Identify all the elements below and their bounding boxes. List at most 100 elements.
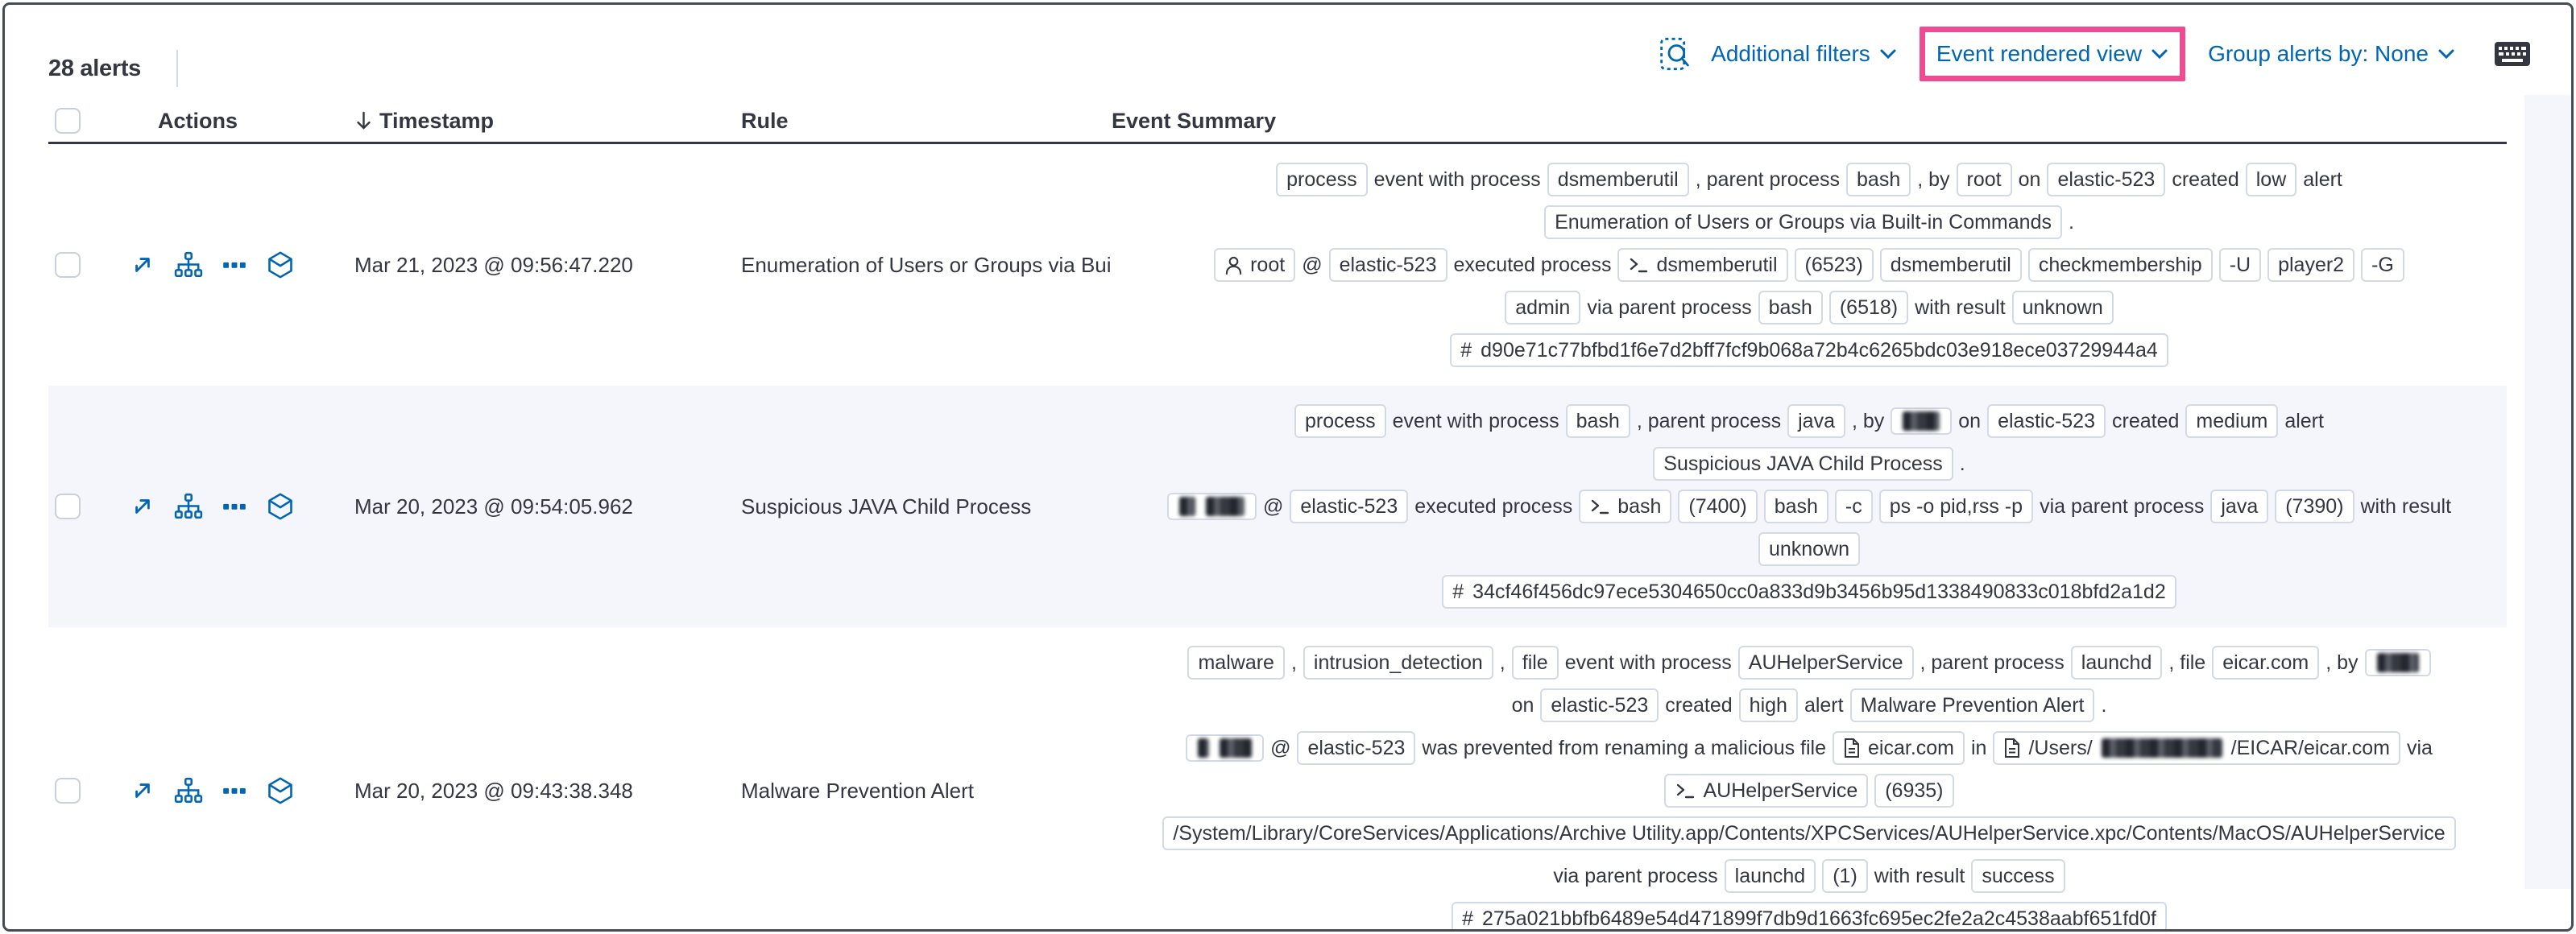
summary-badge[interactable]: ps -o pid,rss -p xyxy=(1878,490,2034,523)
keyboard-shortcuts-icon[interactable] xyxy=(2494,39,2531,68)
summary-badge[interactable]: success xyxy=(1971,859,2065,893)
add-to-timeline-icon[interactable] xyxy=(266,492,295,521)
summary-badge[interactable]: process xyxy=(1294,404,1386,438)
summary-badge[interactable]: elastic-523 xyxy=(1328,248,1447,282)
analyze-event-icon[interactable] xyxy=(174,777,203,804)
summary-text: , parent process xyxy=(1695,168,1841,191)
summary-badge[interactable]: elastic-523 xyxy=(1297,731,1416,765)
summary-badge[interactable]: admin xyxy=(1505,291,1581,324)
summary-badge[interactable]: elastic-523 xyxy=(1987,404,2106,438)
summary-badge[interactable]: root xyxy=(1214,248,1296,282)
row-actions-cell xyxy=(113,404,354,609)
summary-badge[interactable]: file xyxy=(1511,646,1559,680)
more-actions-icon[interactable] xyxy=(221,251,248,279)
summary-badge[interactable]: (6935) xyxy=(1874,774,1954,808)
badge-label: low xyxy=(2255,168,2287,191)
expand-alert-icon[interactable] xyxy=(129,251,156,279)
rule-cell[interactable]: Suspicious JAVA Child Process xyxy=(741,494,1032,519)
summary-badge[interactable] xyxy=(2364,649,2431,676)
summary-badge[interactable]: java xyxy=(2210,490,2269,523)
additional-filters-button[interactable]: Additional filters xyxy=(1711,41,1897,67)
summary-badge[interactable]: java xyxy=(1787,404,1845,438)
row-checkbox[interactable] xyxy=(55,252,81,278)
more-actions-icon[interactable] xyxy=(221,777,248,804)
summary-badge[interactable]: malware xyxy=(1187,646,1285,680)
column-header-timestamp[interactable]: Timestamp xyxy=(354,109,741,134)
summary-badge[interactable]: AUHelperService xyxy=(1737,646,1914,680)
rule-cell[interactable]: Enumeration of Users or Groups via Bui xyxy=(741,252,1112,277)
summary-badge[interactable]: launchd xyxy=(2070,646,2163,680)
badge-label: dsmemberutil xyxy=(1656,254,1778,276)
summary-badge[interactable]: elastic-523 xyxy=(1540,688,1659,722)
summary-badge[interactable]: launchd xyxy=(1724,859,1816,893)
summary-badge[interactable]: -c xyxy=(1834,490,1873,523)
summary-badge[interactable] xyxy=(1166,493,1257,520)
summary-badge[interactable] xyxy=(1891,407,1953,435)
summary-text: with result xyxy=(1915,296,2006,319)
view-selector-button[interactable]: Event rendered view xyxy=(1936,41,2168,67)
summary-badge[interactable]: bash xyxy=(1565,404,1630,438)
summary-badge[interactable]: (6518) xyxy=(1828,291,1909,324)
summary-badge[interactable]: #34cf46f456dc97ece5304650cc0a833d9b3456b… xyxy=(1442,575,2176,609)
summary-text: , xyxy=(1499,651,1505,674)
summary-badge[interactable]: medium xyxy=(2185,404,2279,438)
badge-label: bash xyxy=(1774,495,1818,518)
summary-badge[interactable]: #275a021bbfb6489e54d471899f7db9d1663fc69… xyxy=(1452,902,2167,929)
inspect-search-icon[interactable] xyxy=(1659,37,1690,71)
summary-badge[interactable]: bash xyxy=(1763,490,1828,523)
add-to-timeline-icon[interactable] xyxy=(266,250,295,279)
summary-badge[interactable] xyxy=(1186,734,1265,762)
summary-badge[interactable]: AUHelperService xyxy=(1664,774,1869,808)
summary-badge[interactable]: (7390) xyxy=(2275,490,2354,523)
column-header-rule[interactable]: Rule xyxy=(741,108,789,133)
summary-badge[interactable]: root xyxy=(1956,163,2012,196)
badge-label: launchd xyxy=(2081,651,2152,674)
summary-badge[interactable]: dsmemberutil xyxy=(1547,163,1689,196)
summary-badge[interactable]: -U xyxy=(2218,248,2262,282)
summary-badge[interactable]: -G xyxy=(2361,248,2404,282)
summary-badge[interactable]: #d90e71c77bfbd1f6e7d2bff7fcf9b068a72b4c6… xyxy=(1450,333,2168,367)
analyze-event-icon[interactable] xyxy=(174,251,203,279)
summary-badge[interactable]: bash xyxy=(1579,490,1672,523)
summary-badge[interactable]: (7400) xyxy=(1678,490,1758,523)
expand-alert-icon[interactable] xyxy=(129,777,156,804)
summary-badge[interactable]: dsmemberutil xyxy=(1617,248,1788,282)
summary-badge[interactable]: high xyxy=(1738,688,1798,722)
summary-badge[interactable]: eicar.com xyxy=(2212,646,2320,680)
rule-cell[interactable]: Malware Prevention Alert xyxy=(741,778,975,803)
summary-badge[interactable]: dsmemberutil xyxy=(1879,248,2022,282)
summary-badge[interactable]: elastic-523 xyxy=(1290,490,1409,523)
group-alerts-button[interactable]: Group alerts by: None xyxy=(2208,41,2455,67)
analyze-event-icon[interactable] xyxy=(174,493,203,520)
add-to-timeline-icon[interactable] xyxy=(266,776,295,805)
badge-label: (7390) xyxy=(2285,495,2344,518)
summary-text: , parent process xyxy=(1636,410,1782,432)
summary-badge[interactable]: elastic-523 xyxy=(2047,163,2166,196)
badge-label: elastic-523 xyxy=(1551,694,1649,717)
expand-alert-icon[interactable] xyxy=(129,493,156,520)
summary-badge[interactable]: unknown xyxy=(2011,291,2114,324)
summary-badge[interactable]: /System/Library/CoreServices/Application… xyxy=(1162,816,2456,850)
summary-badge[interactable]: bash xyxy=(1758,291,1823,324)
more-actions-icon[interactable] xyxy=(221,493,248,520)
summary-badge[interactable]: unknown xyxy=(1758,532,1861,566)
summary-badge[interactable]: eicar.com xyxy=(1833,731,1965,765)
summary-badge[interactable]: Suspicious JAVA Child Process xyxy=(1653,447,1953,481)
summary-badge[interactable]: (6523) xyxy=(1794,248,1874,282)
summary-badge[interactable]: intrusion_detection xyxy=(1302,646,1493,680)
summary-badge[interactable]: low xyxy=(2245,163,2297,196)
alert-count: 28 alerts xyxy=(48,55,141,81)
row-checkbox[interactable] xyxy=(55,494,81,519)
summary-badge[interactable]: checkmembership xyxy=(2027,248,2213,282)
summary-badge[interactable]: bash xyxy=(1846,163,1911,196)
summary-badge[interactable]: /Users//EICAR/eicar.com xyxy=(1993,731,2400,765)
summary-badge[interactable]: player2 xyxy=(2267,248,2355,282)
summary-badge[interactable]: Enumeration of Users or Groups via Built… xyxy=(1544,205,2062,239)
select-all-checkbox[interactable] xyxy=(55,108,81,134)
row-checkbox[interactable] xyxy=(55,778,81,804)
summary-text: on xyxy=(1511,694,1534,717)
summary-badge[interactable]: (1) xyxy=(1822,859,1868,893)
summary-badge[interactable]: Malware Prevention Alert xyxy=(1849,688,2095,722)
summary-badge[interactable]: process xyxy=(1276,163,1368,196)
